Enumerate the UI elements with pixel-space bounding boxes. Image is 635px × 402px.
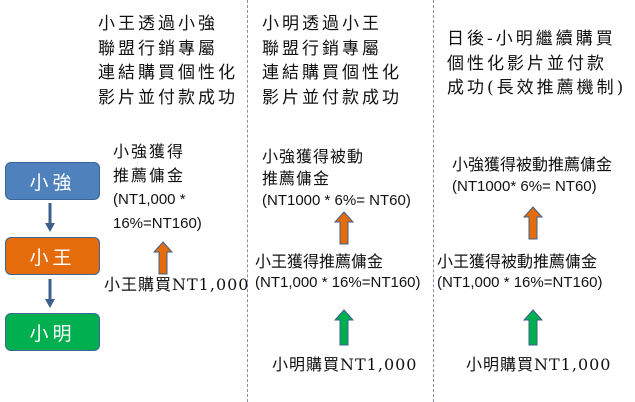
up-arrow-icon [334,211,354,245]
heading-line: 聯盟行銷專屬 [98,38,218,59]
label-line: 推薦傭金 [262,169,331,188]
label-line: (NT1,000 * [113,191,186,208]
purchase-label: 小明購買NT1,000 [466,355,612,374]
heading-line: 連結購買個性化 [98,63,238,83]
column-3-heading: 日後-小明繼續購買 個性化影片並付款 成功(長效推薦機制) [447,27,626,101]
heading-line: 影片並付款成功 [98,87,238,108]
node-xiaoming: 小明 [5,313,100,351]
passive-commission-label: 小強獲得被動 推薦傭金 (NT1000 * 6%= NT60) [262,146,411,212]
label-line: (NT1,000 * 16%=NT160) [255,274,421,291]
heading-line: 連結購買個性化 [262,63,402,83]
heading-line: 成功(長效推薦機制) [447,78,627,98]
heading-line: 小王透過小強 [98,14,218,34]
label-line: 小強獲得 [113,142,186,161]
column-divider [433,0,434,402]
down-arrow-icon [45,203,55,232]
column-1-heading: 小王透過小強 聯盟行銷專屬 連結購買個性化 影片並付款成功 [98,12,238,110]
label-line: (NT1,000 * 16%=NT160) [437,274,603,291]
heading-line: 聯盟行銷專屬 [262,38,382,59]
node-xiaoqiang: 小強 [5,162,100,200]
label-line: 小王獲得推薦傭金 [255,252,384,271]
up-arrow-icon [523,206,543,240]
label-line: 推薦傭金 [113,166,186,185]
label-line: 16%=NT160) [113,215,202,232]
passive-commission-label: 小強獲得被動推薦傭金 (NT1000* 6%= NT60) [452,154,612,198]
purchase-label: 小王購買NT1,000 [104,275,250,294]
label-line: 小王獲得被動推薦傭金 [437,252,598,271]
column-2-heading: 小明透過小王 聯盟行銷專屬 連結購買個性化 影片並付款成功 [262,12,402,110]
label-line: 小強獲得被動推薦傭金 [452,155,613,174]
heading-line: 個性化影片並付款 [447,53,607,74]
commission-label: 小王獲得推薦傭金 (NT1,000 * 16%=NT160) [255,251,421,293]
heading-line: 影片並付款成功 [262,87,402,108]
label-line: 小強獲得被動 [262,147,365,166]
down-arrow-icon [45,279,55,308]
purchase-label: 小明購買NT1,000 [272,355,418,374]
node-xiaowang: 小王 [5,237,100,275]
commission-label: 小強獲得 推薦傭金 (NT1,000 * 16%=NT160) [113,140,202,236]
label-line: (NT1000 * 6%= NT60) [262,192,411,209]
up-arrow-icon [334,309,354,346]
up-arrow-icon [523,309,543,346]
passive-commission-label: 小王獲得被動推薦傭金 (NT1,000 * 16%=NT160) [437,251,603,293]
up-arrow-icon [153,241,173,275]
heading-line: 日後-小明繼續購買 [447,29,616,49]
label-line: (NT1000* 6%= NT60) [452,178,597,195]
heading-line: 小明透過小王 [262,14,382,34]
column-divider [247,0,248,402]
